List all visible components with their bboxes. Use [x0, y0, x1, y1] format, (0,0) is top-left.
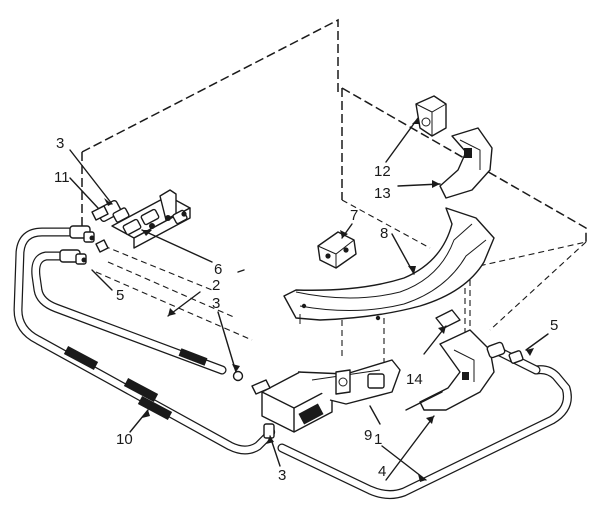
- small-valve: [317, 231, 357, 269]
- callout-13: 13: [374, 185, 391, 202]
- callout-1: 1: [374, 431, 382, 448]
- callout-6: 6: [214, 261, 222, 278]
- tube-fittings: [232, 370, 276, 439]
- callout-7: 7: [350, 207, 358, 224]
- callout-10: 10: [116, 431, 133, 448]
- callouts: 1 2 3 3 3 4 5 5 6 7 8 9 10 11 12 13 14: [54, 135, 558, 484]
- callout-12: 12: [374, 163, 391, 180]
- lower-right-bracket: [419, 309, 524, 411]
- callout-11: 11: [54, 169, 70, 186]
- u-channel: [283, 207, 495, 324]
- callout-2: 2: [212, 277, 220, 294]
- leader-lines: [69, 117, 549, 482]
- valve-bracket: [59, 189, 191, 265]
- tube-left: [13, 227, 273, 455]
- callout-3a: 3: [56, 135, 64, 152]
- callout-9: 9: [364, 427, 372, 444]
- callout-8: 8: [380, 225, 388, 242]
- callout-3c: 3: [278, 467, 286, 484]
- upper-right-bracket: [415, 95, 493, 199]
- callout-3b: 3: [212, 295, 220, 312]
- front-housing: [251, 359, 401, 433]
- callout-4: 4: [378, 463, 386, 480]
- cabinet-outline: [81, 18, 587, 370]
- callout-5b: 5: [550, 317, 558, 334]
- callout-14: 14: [406, 371, 423, 388]
- tube-right: [277, 347, 572, 500]
- callout-5a: 5: [116, 287, 124, 304]
